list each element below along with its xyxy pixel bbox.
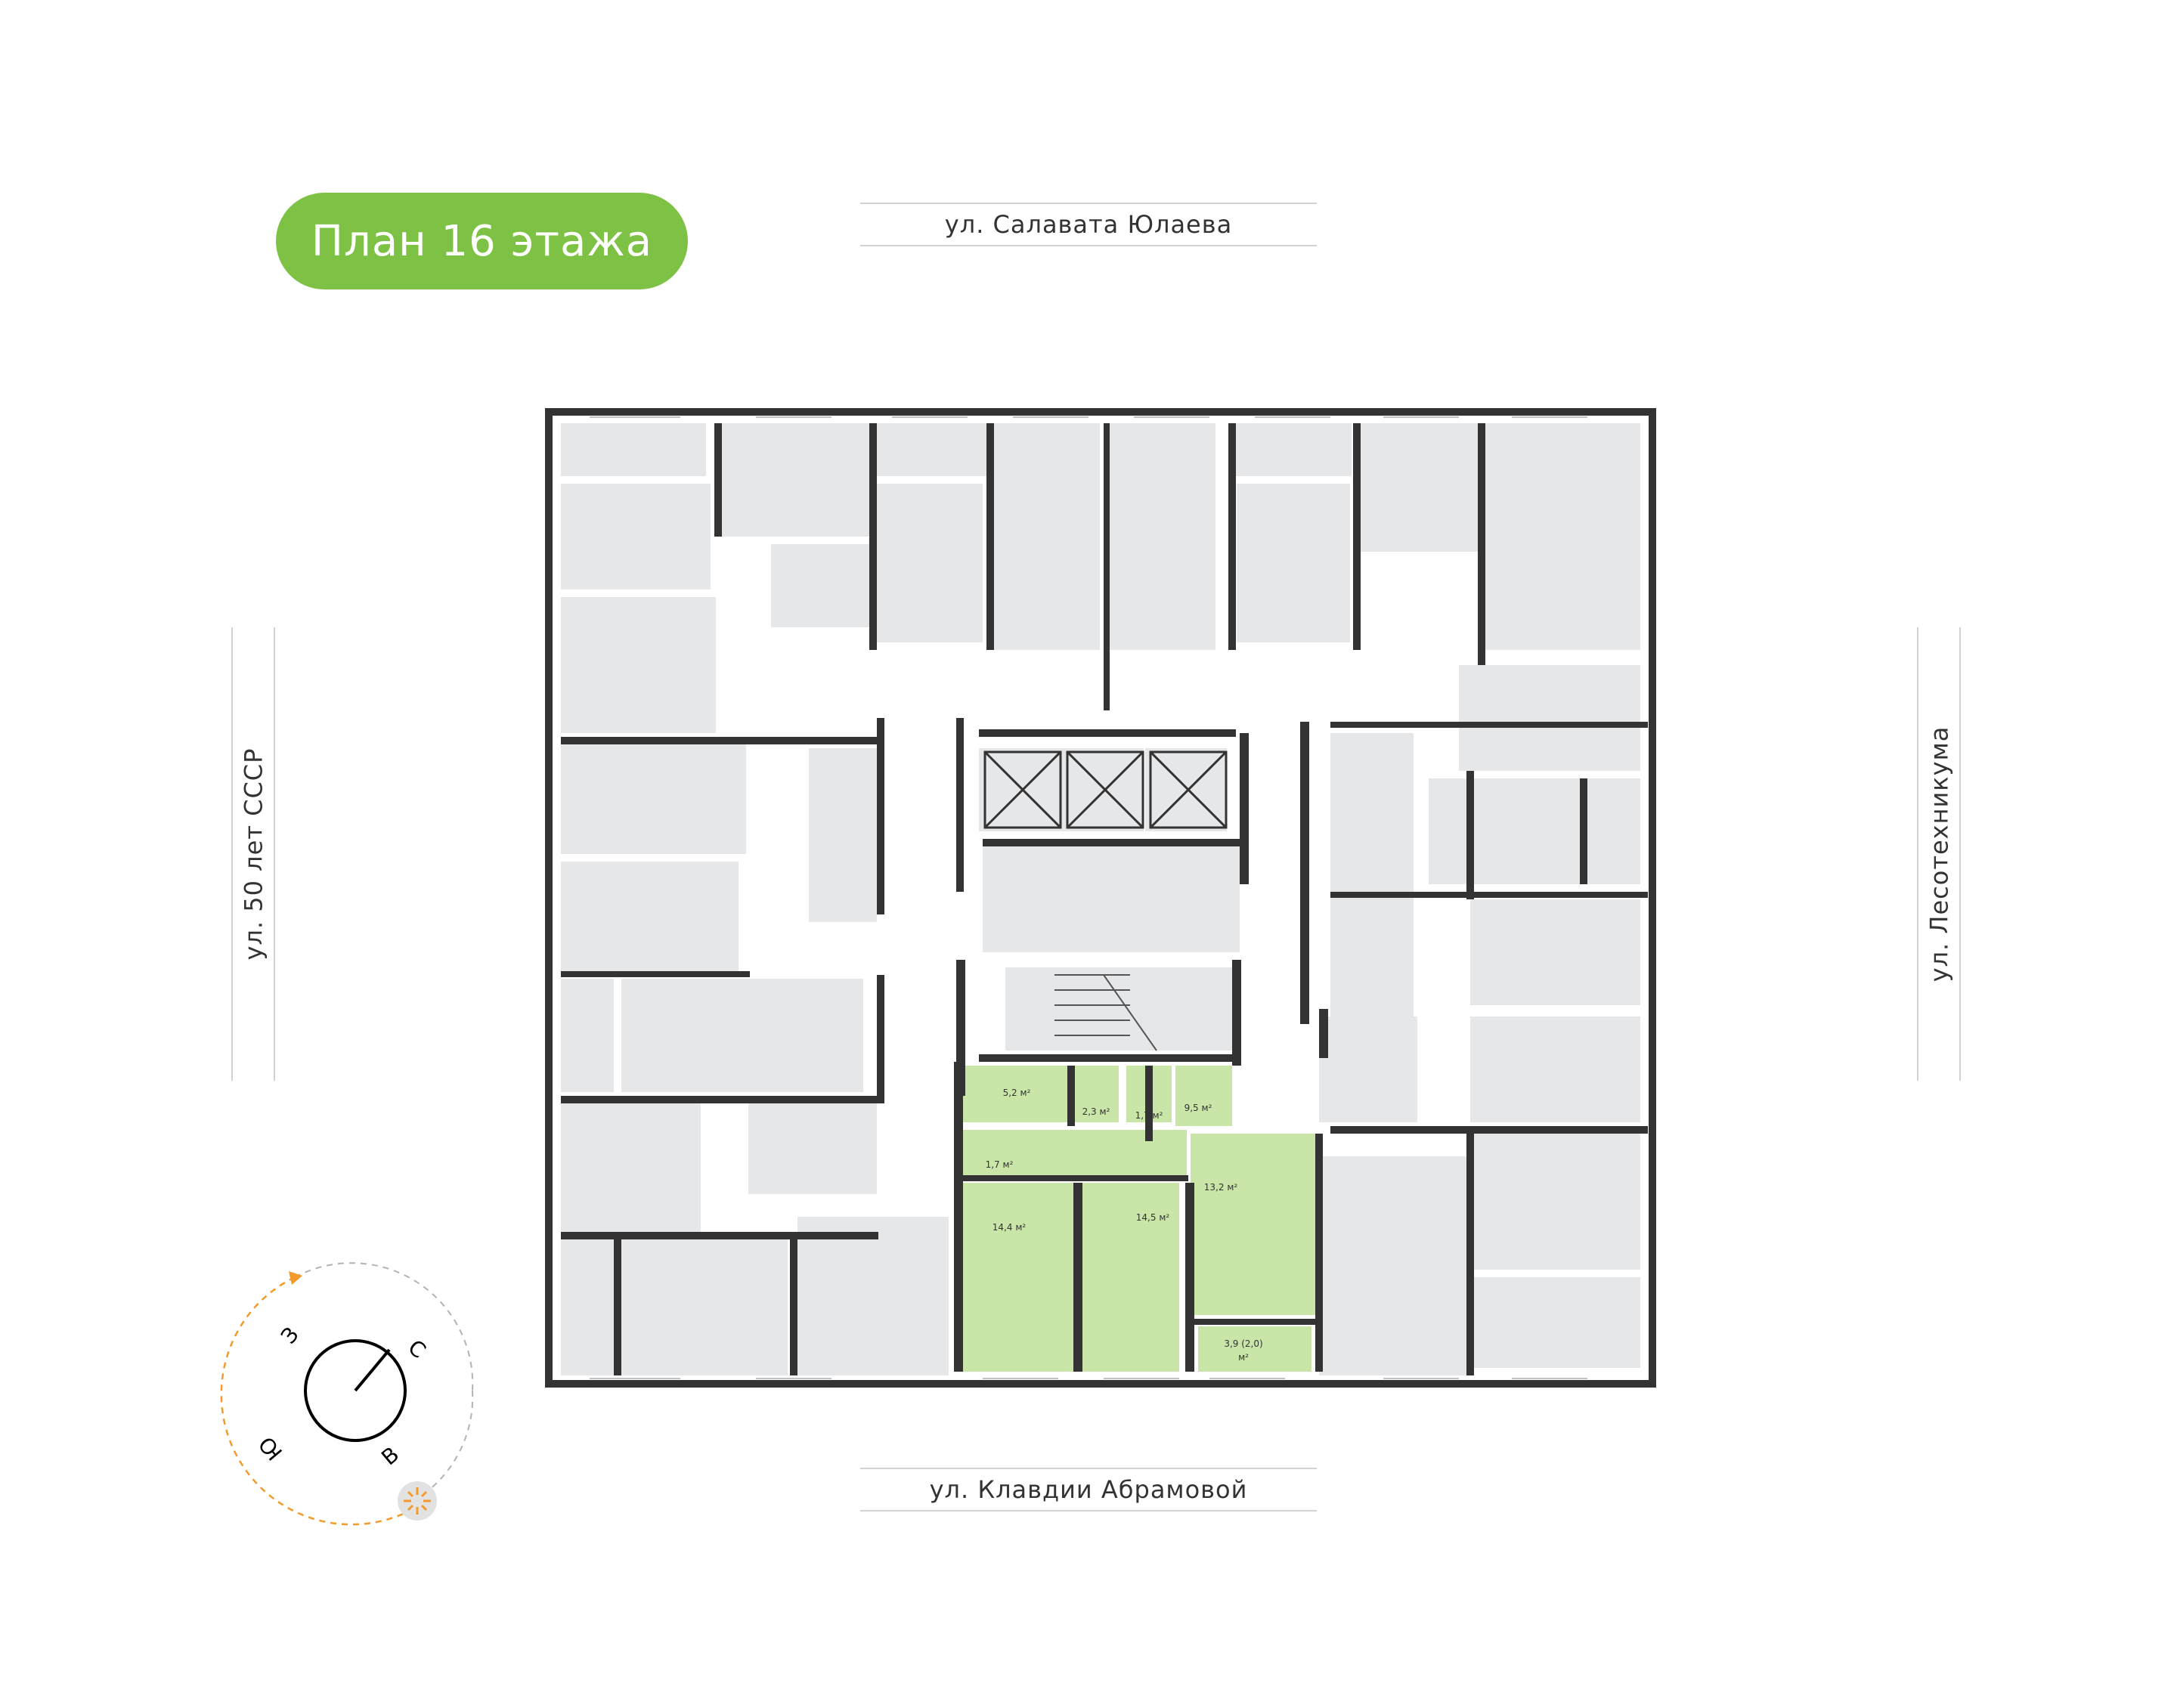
compass-needle — [354, 1348, 391, 1392]
compass-rose: С З Ю В — [220, 1262, 474, 1526]
room-area-label: 1,7 м² — [1135, 1110, 1163, 1121]
compass-west-label: З — [276, 1323, 304, 1349]
room-area-label: 14,5 м² — [1136, 1212, 1170, 1223]
room-area-label: 9,5 м² — [1184, 1103, 1212, 1113]
staircase — [1054, 974, 1157, 1051]
sun-marker — [398, 1481, 437, 1521]
sun-path-arrow-icon — [289, 1271, 302, 1285]
room-area-label: 5,2 м² — [1003, 1088, 1031, 1098]
sun-icon — [404, 1487, 431, 1515]
rooms-grey — [561, 423, 1640, 1375]
street-label-north: ул. Салавата Юлаева — [860, 203, 1317, 246]
street-label-west: ул. 50 лет СССР — [231, 627, 275, 1081]
floor-title-badge: План 16 этажа — [276, 193, 688, 289]
compass-dial — [304, 1339, 407, 1442]
room-area-label: 2,3 м² — [1082, 1106, 1110, 1117]
compass-arc-grey-lower — [407, 1390, 474, 1505]
floor-title: План 16 этажа — [311, 216, 653, 266]
compass-east-label: В — [376, 1442, 404, 1471]
room-area-label: 1,7 м² — [986, 1159, 1014, 1170]
compass-arc-grey — [294, 1262, 474, 1391]
walls — [561, 423, 1648, 1375]
room-area-unit-label: м² — [1238, 1352, 1249, 1363]
street-label-east: ул. Лесотехникума — [1917, 627, 1961, 1081]
room-area-label: 14,4 м² — [993, 1222, 1027, 1233]
room-area-label: 3,9 (2,0) — [1224, 1338, 1262, 1349]
elevators — [983, 750, 1228, 829]
compass-north-label: С — [404, 1335, 431, 1363]
street-label-south: ул. Клавдии Абрамовой — [860, 1468, 1317, 1512]
room-area-label: 13,2 м² — [1204, 1182, 1238, 1193]
compass-south-label: Ю — [254, 1431, 288, 1465]
windows — [590, 416, 1587, 1379]
sun-path-arc — [220, 1276, 409, 1526]
